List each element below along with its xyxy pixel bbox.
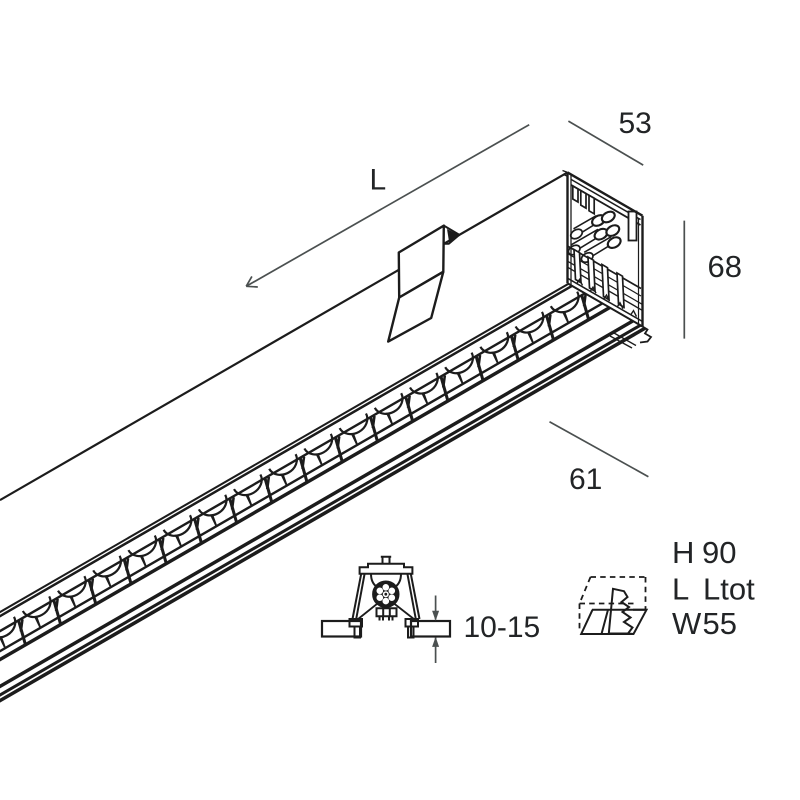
svg-text:L: L <box>370 164 387 197</box>
svg-text:68: 68 <box>708 249 742 284</box>
svg-text:55: 55 <box>703 606 737 641</box>
svg-text:61: 61 <box>569 463 602 496</box>
svg-text:53: 53 <box>619 107 652 140</box>
svg-text:Ltot: Ltot <box>703 572 755 607</box>
svg-text:10-15: 10-15 <box>464 611 541 644</box>
svg-text:L: L <box>672 572 689 607</box>
svg-text:W: W <box>672 606 702 641</box>
svg-text:90: 90 <box>702 535 736 570</box>
svg-text:H: H <box>672 535 694 570</box>
